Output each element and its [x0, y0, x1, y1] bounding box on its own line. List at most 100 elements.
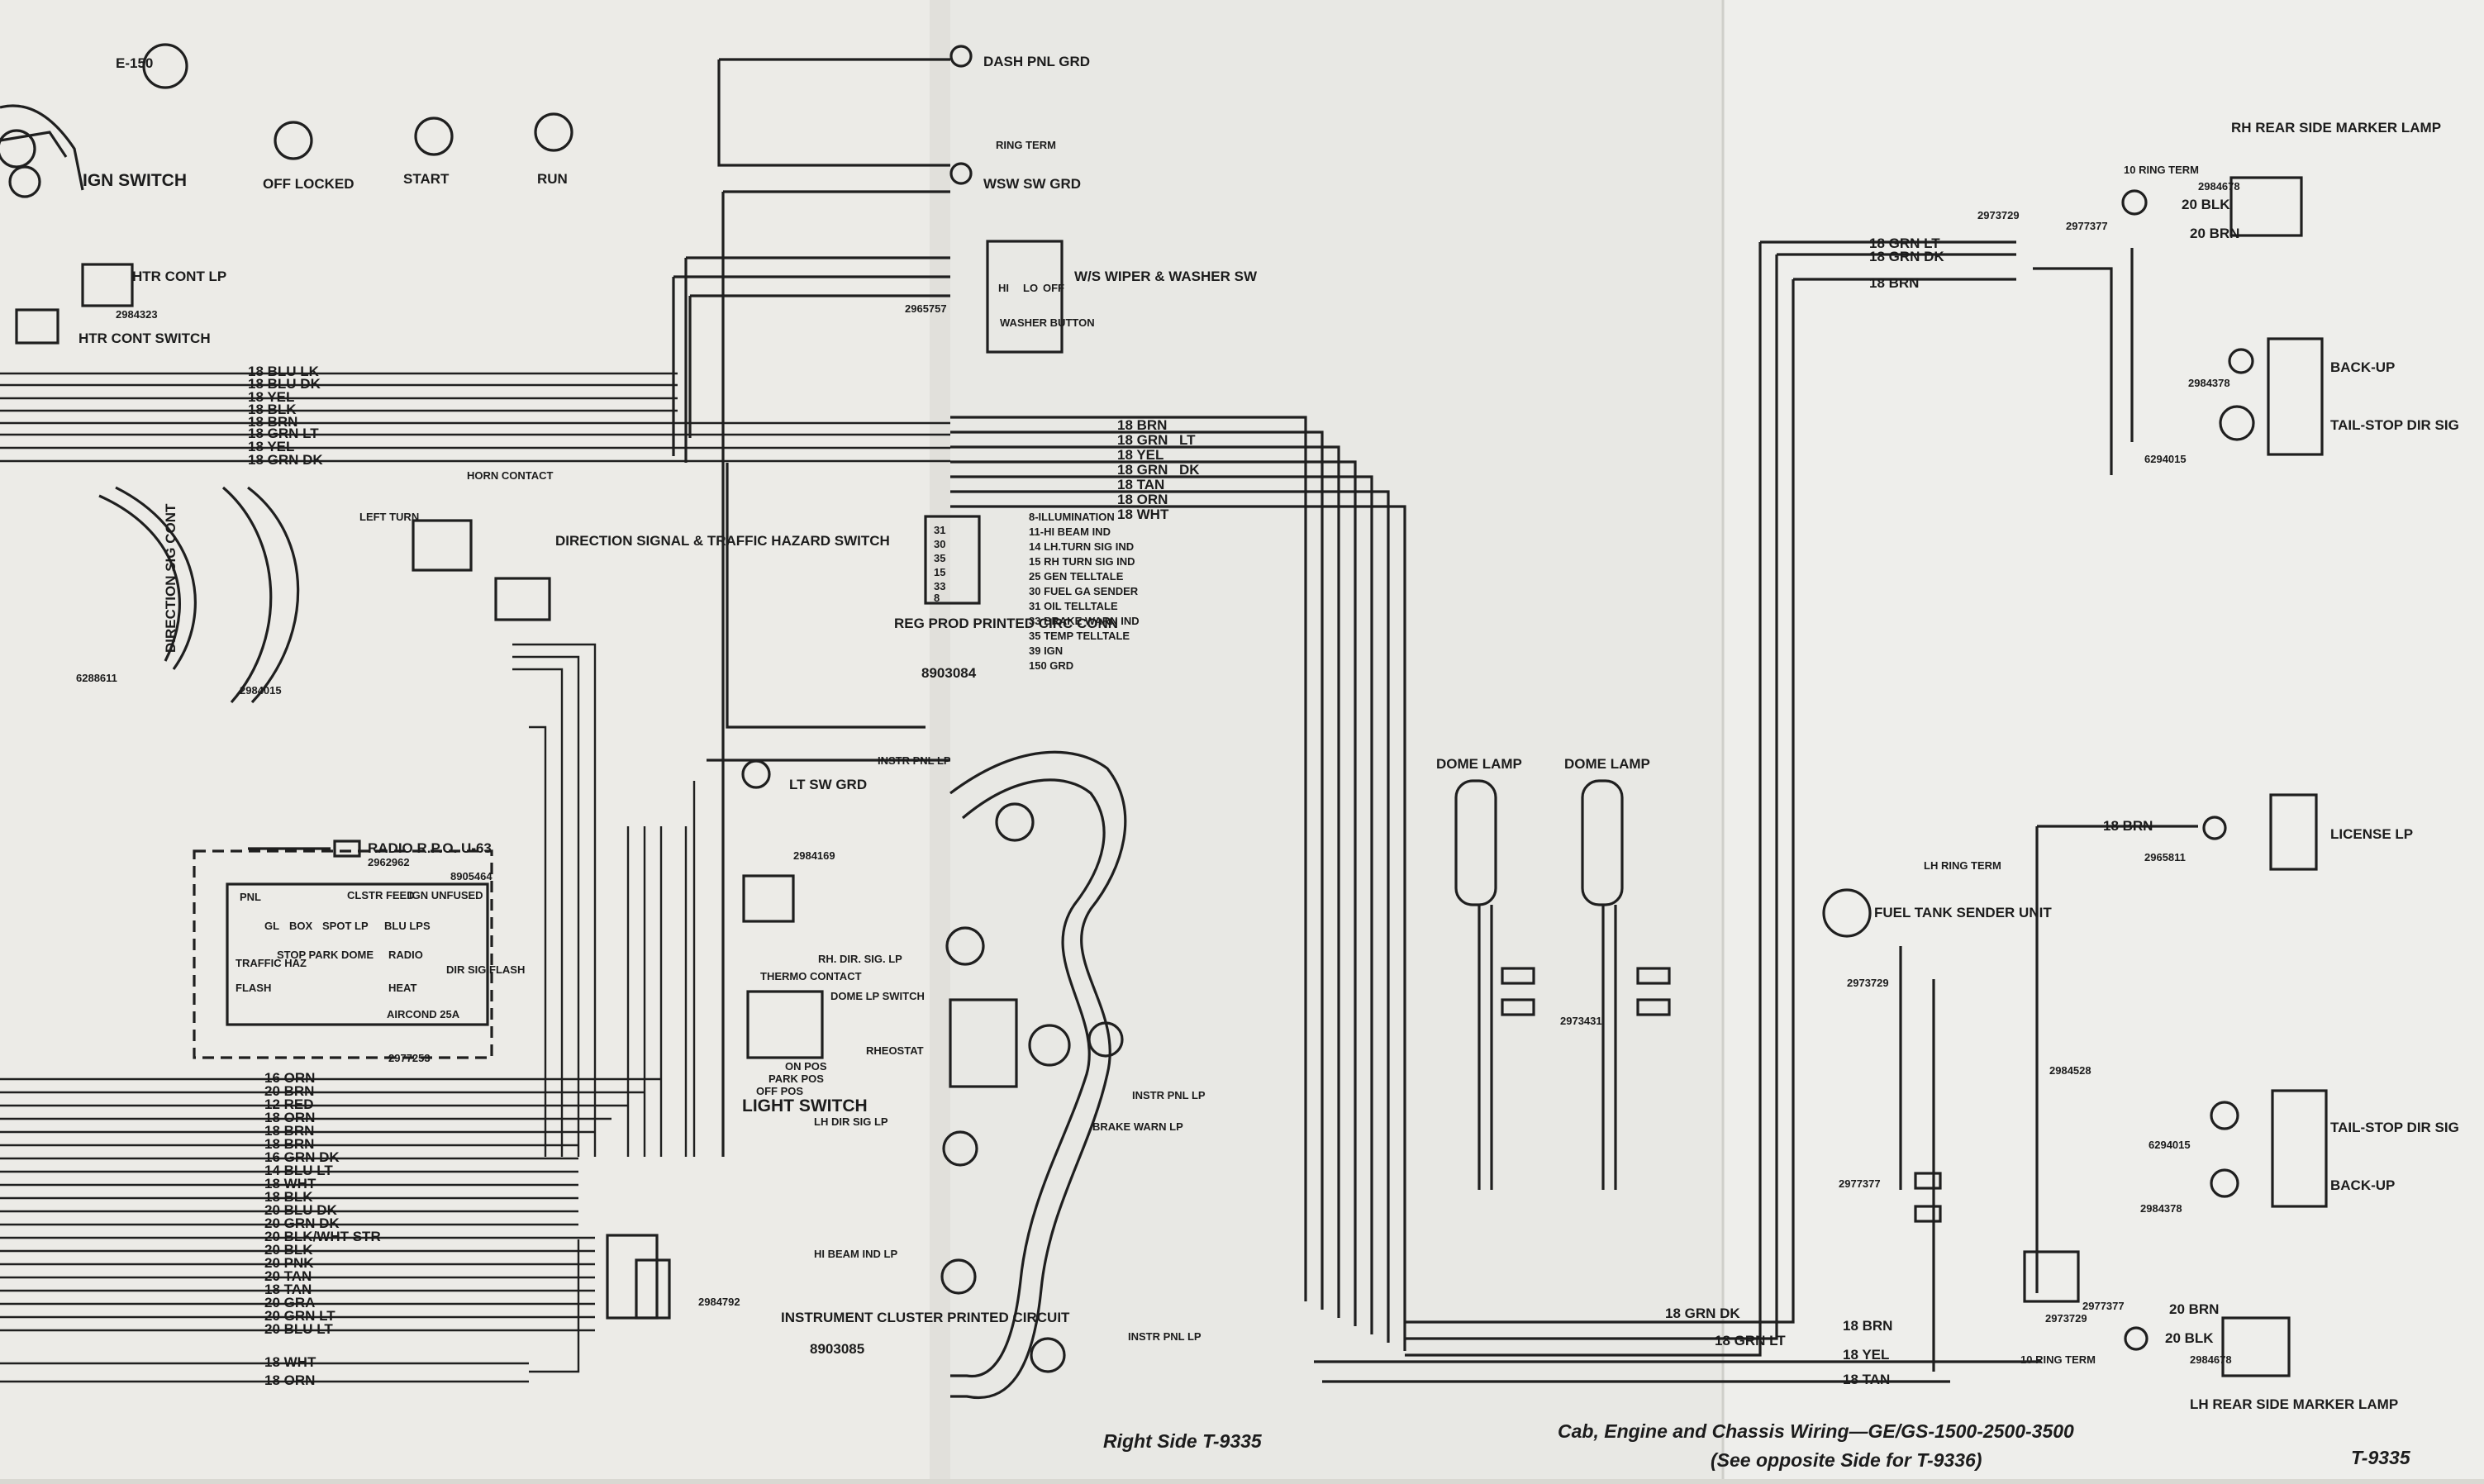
legend-5: 30 FUEL GA SENDER [1029, 585, 1139, 597]
license-lp-label: LICENSE LP [2330, 826, 2413, 842]
part-2984678-bottom: 2973729 [2045, 1312, 2087, 1325]
wire-left-3: 18 BLK [248, 402, 297, 417]
part-6288985-bottom: 2984378 [2140, 1202, 2182, 1215]
light-switch-label: LIGHT SWITCH [742, 1096, 868, 1115]
wsw-sw-grd-label: WSW SW GRD [983, 176, 1081, 192]
dome-lamp-1-label: DOME LAMP [1436, 756, 1522, 772]
legend-10: 150 GRD [1029, 659, 1073, 672]
ignition-positions: OFF LOCKED START RUN [263, 112, 573, 192]
fuse-gl: GL [264, 920, 279, 932]
bottom-connector: 2984792 [606, 1234, 740, 1320]
dome-lamp-2-label: DOME LAMP [1564, 756, 1650, 772]
main-bundle: 18 BRN 18 GRN 18 YEL 18 GRN 18 TAN 18 OR… [950, 416, 1406, 1351]
wire-left-1: 18 BLU DK [248, 376, 321, 392]
rh-dir-sig-lp-label: RH. DIR. SIG. LP [818, 953, 902, 965]
wire-left-4: 18 BRN [248, 414, 297, 430]
pos-off: OFF POS [756, 1085, 803, 1097]
rear-wire-4: 20 BRN [2190, 226, 2239, 241]
rear-lights-top: BACK-UP TAIL-STOP DIR SIG 2984378 629401… [2144, 337, 2459, 465]
fuel-tank: FUEL TANK SENDER UNIT LH RING TERM 29737… [1822, 859, 2052, 1372]
instrument-cluster-label: INSTRUMENT CLUSTER PRINTED CIRCUIT [781, 1310, 1070, 1325]
direction-switch: HORN CONTACT LEFT TURN DIRECTION SIGNAL … [221, 469, 890, 704]
fuse-dirsig: DIR SIG FLASH [446, 963, 525, 976]
rear-bottom-wires: 18 GRN DK 18 GRN LT 18 TAN 18 YEL 18 BRN… [1314, 1250, 2125, 1387]
instrument-cluster: INSTR PNL LP RH. DIR. SIG. LP INSTR PNL … [781, 750, 1206, 1399]
hi-beam-ind-lp-label: HI BEAM IND LP [814, 1248, 897, 1260]
footer-subtitle: (See opposite Side for T-9336) [1711, 1449, 1982, 1471]
bundle-wire-3: 18 GRN [1117, 462, 1168, 478]
left-wire-bundle: 18 BLU LK 18 BLU DK 18 YEL 18 BLK 18 BRN… [0, 364, 950, 468]
wire-bottom-14: 20 PNK [264, 1255, 314, 1271]
fuse-flash: FLASH [236, 982, 271, 994]
start-label: START [403, 171, 450, 187]
wire-bottom-1: 20 BRN [264, 1083, 314, 1099]
reg-prod-number: 8903084 [921, 665, 977, 681]
part-2973431: 2973431 [1560, 1015, 1602, 1027]
thermo-contact-label: THERMO CONTACT [760, 970, 862, 982]
htr-cont-lp-label: HTR CONT LP [132, 269, 226, 284]
wire-bottom-12: 20 BLK/WHT STR [264, 1229, 381, 1244]
legend-8: 35 TEMP TELLTALE [1029, 630, 1130, 642]
legend-7: 33 BRAKE WARN IND [1029, 615, 1140, 627]
bundle-wire-6: 18 WHT [1117, 507, 1169, 522]
rear-wire-12: 18 BRN [1843, 1318, 1892, 1334]
part-2973729: 2973729 [1847, 977, 1889, 989]
rear-wire-8: 18 GRN DK [1665, 1306, 1740, 1321]
legend-4: 25 GEN TELLTALE [1029, 570, 1124, 583]
pos-park: PARK POS [769, 1073, 824, 1085]
fuse-aircond: AIRCOND 25A [387, 1008, 460, 1020]
wire-left-5: 18 GRN LT [248, 426, 319, 441]
instr-pnl-lp-label-3: INSTR PNL LP [1128, 1330, 1202, 1343]
wire-bottom-4: 18 BRN [264, 1123, 314, 1139]
part-2984378-bottom: 2977377 [2082, 1300, 2125, 1312]
bundle-wire-0: 18 BRN [1117, 417, 1167, 433]
wire-bottom-5: 18 BRN [264, 1136, 314, 1152]
part-6294015-top: 2984678 [2198, 180, 2240, 193]
back-up-top-label: BACK-UP [2330, 359, 2395, 375]
upper-ground-wires [672, 58, 950, 1157]
lh-ring-term-label: LH RING TERM [1924, 859, 2001, 872]
legend-2: 14 LH.TURN SIG IND [1029, 540, 1134, 553]
light-switch: THERMO CONTACT DOME LP SWITCH RHEOSTAT O… [742, 970, 925, 1115]
pin-legend: 8-ILLUMINATION 11-HI BEAM IND 14 LH.TURN… [1029, 511, 1140, 672]
bundle-tag-lt: LT [1179, 432, 1196, 448]
pin-30: 30 [934, 538, 945, 550]
lt-sw-grd-label: LT SW GRD [789, 777, 867, 792]
direction-sig-cont-label: DIRECTION SIG CONT [163, 503, 178, 653]
wire-bottom-0: 16 ORN [264, 1070, 315, 1086]
wire-bottom-20: 18 WHT [264, 1354, 316, 1370]
part-6288611: 6288611 [76, 672, 117, 684]
pin-8: 8 [934, 592, 940, 604]
fuse-stop: STOP PARK DOME [277, 949, 374, 961]
ring-term-label: RING TERM [996, 139, 1056, 151]
wire-bottom-2: 12 RED [264, 1096, 314, 1112]
pin-33: 33 [934, 580, 945, 592]
pin-15: 15 [934, 566, 945, 578]
wire-bottom-3: 18 ORN [264, 1110, 315, 1125]
rear-wire-bundle: 18 GRN LT 18 GRN DK 18 BRN [1405, 235, 2134, 1357]
wiper-sw-label: W/S WIPER & WASHER SW [1074, 269, 1258, 284]
wire-bottom-7: 14 BLU LT [264, 1163, 333, 1178]
wire-bottom-11: 20 GRN DK [264, 1215, 340, 1231]
fuse-box: BOX [289, 920, 313, 932]
horn-contact-label: HORN CONTACT [467, 469, 554, 482]
part-2984528: 2984528 [2049, 1064, 2091, 1077]
pin-31: 31 [934, 524, 945, 536]
wiper-pos-off: OFF [1043, 282, 1064, 294]
instr-pnl-lp-label-2: INSTR PNL LP [1132, 1089, 1206, 1101]
dome-lp-switch-label: DOME LP SWITCH [830, 990, 925, 1002]
wiper-pos-hi: HI [998, 282, 1009, 294]
direction-signal-control: DIRECTION SIG CONT 6288611 [76, 486, 197, 684]
fuse-clstr: CLSTR FEED [347, 889, 415, 901]
bundle-wire-4: 18 TAN [1117, 477, 1164, 492]
part-6288987-top: 6294015 [2144, 453, 2187, 465]
dome-lamp-1: DOME LAMP [1436, 756, 1535, 1190]
off-locked-label: OFF LOCKED [263, 176, 355, 192]
legend-1: 11-HI BEAM IND [1029, 526, 1111, 538]
part-2965811: 2965811 [2144, 851, 2186, 863]
wire-bottom-13: 20 BLK [264, 1242, 313, 1258]
legend-3: 15 RH TURN SIG IND [1029, 555, 1135, 568]
center-drop-wires [512, 463, 950, 1373]
wire-left-7: 18 GRN DK [248, 452, 323, 468]
